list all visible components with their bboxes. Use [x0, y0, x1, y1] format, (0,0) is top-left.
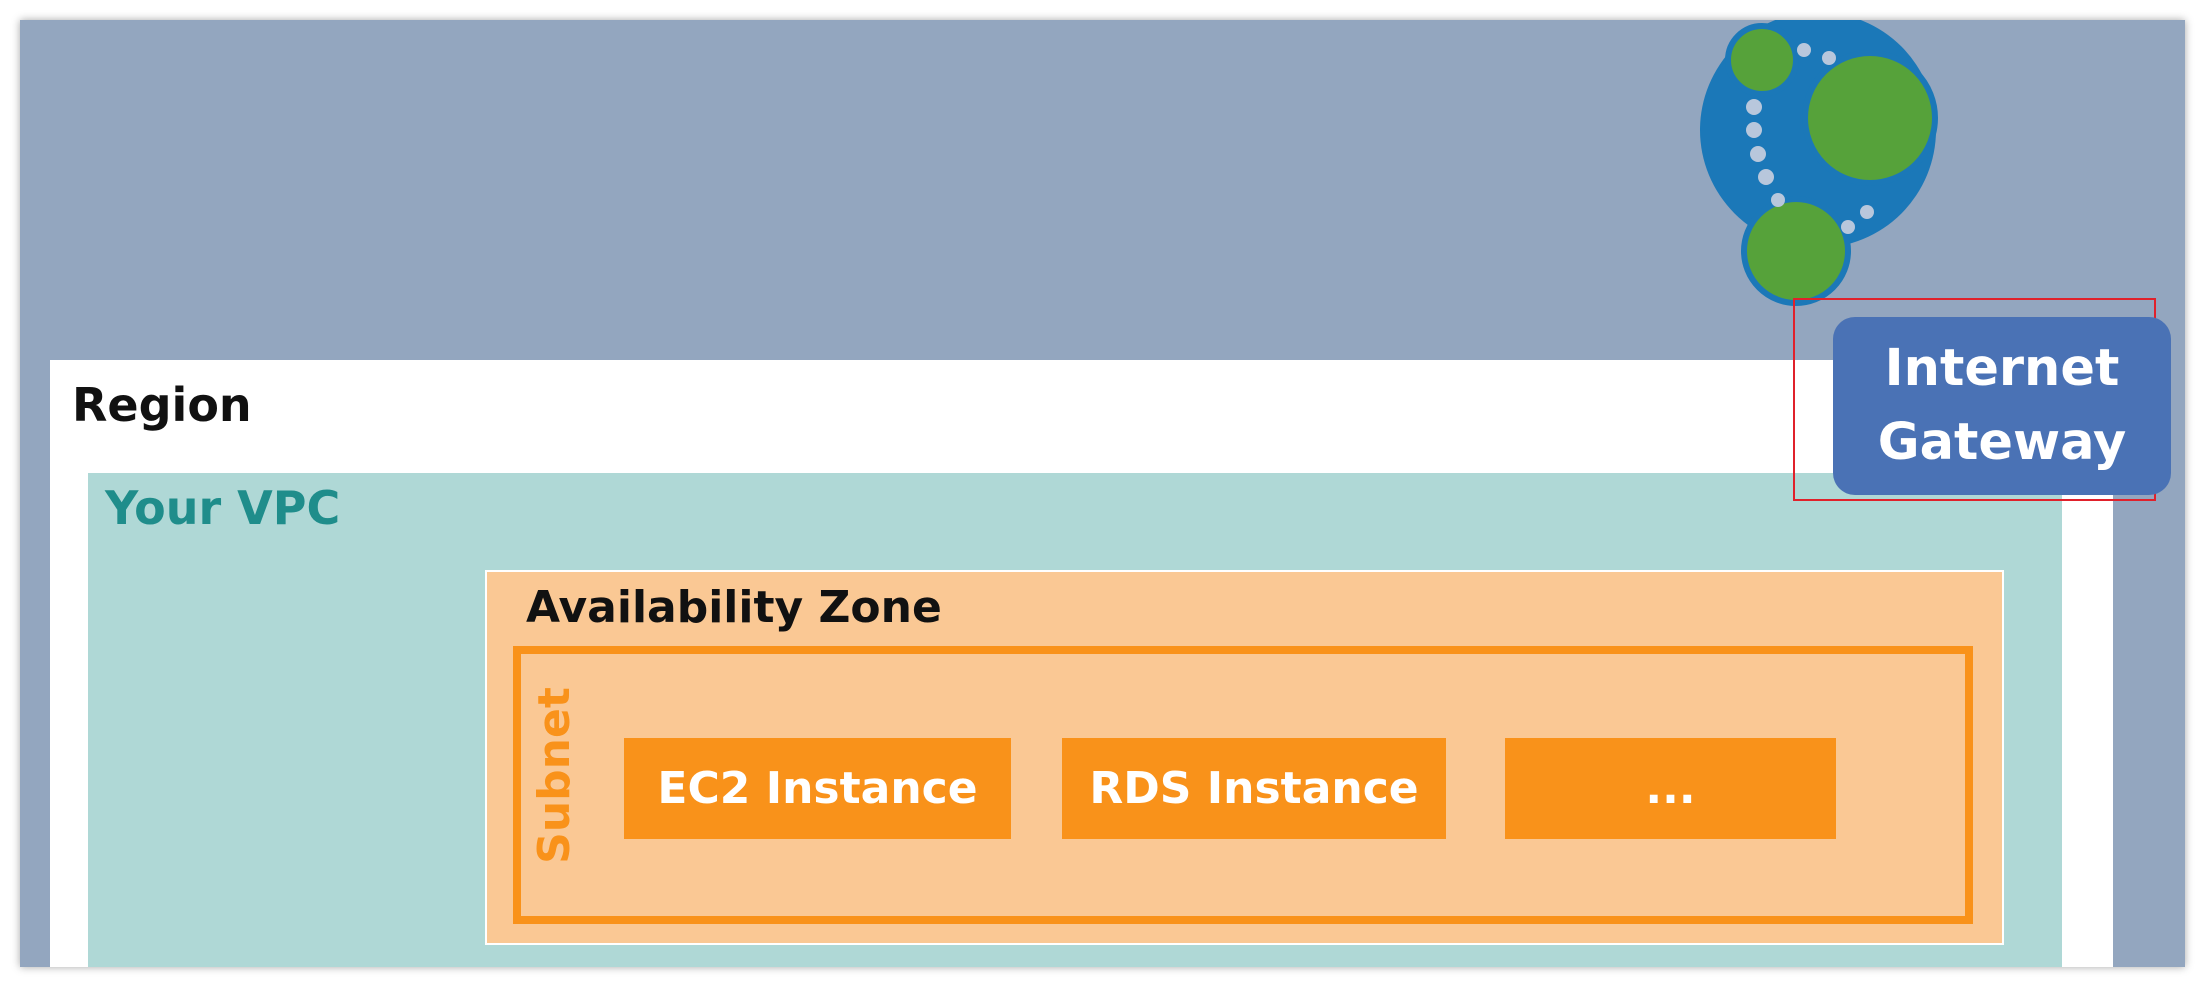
availability-zone-label: Availability Zone [526, 582, 942, 633]
network-graph-logo-icon [1700, 20, 1938, 306]
subnet-label: Subnet [528, 686, 580, 864]
internet-gateway-line2: Gateway [1877, 413, 2127, 472]
availability-zone-box: Availability Zone Subnet EC2 Instance RD… [485, 570, 2004, 945]
diagram-frame: Region Your VPC Availability Zone Subnet… [20, 20, 2185, 967]
internet-gateway-box: Internet Gateway [1833, 317, 2171, 495]
internet-gateway-line1: Internet [1884, 339, 2120, 398]
ec2-instance-box: EC2 Instance [624, 738, 1011, 839]
more-instances-box: ... [1505, 738, 1836, 839]
vpc-box: Your VPC Availability Zone Subnet EC2 In… [88, 473, 2062, 967]
region-label: Region [72, 378, 252, 432]
vpc-label: Your VPC [105, 481, 341, 535]
region-box: Region Your VPC Availability Zone Subnet… [50, 360, 2113, 967]
rds-instance-box: RDS Instance [1062, 738, 1446, 839]
subnet-box [513, 646, 1973, 924]
